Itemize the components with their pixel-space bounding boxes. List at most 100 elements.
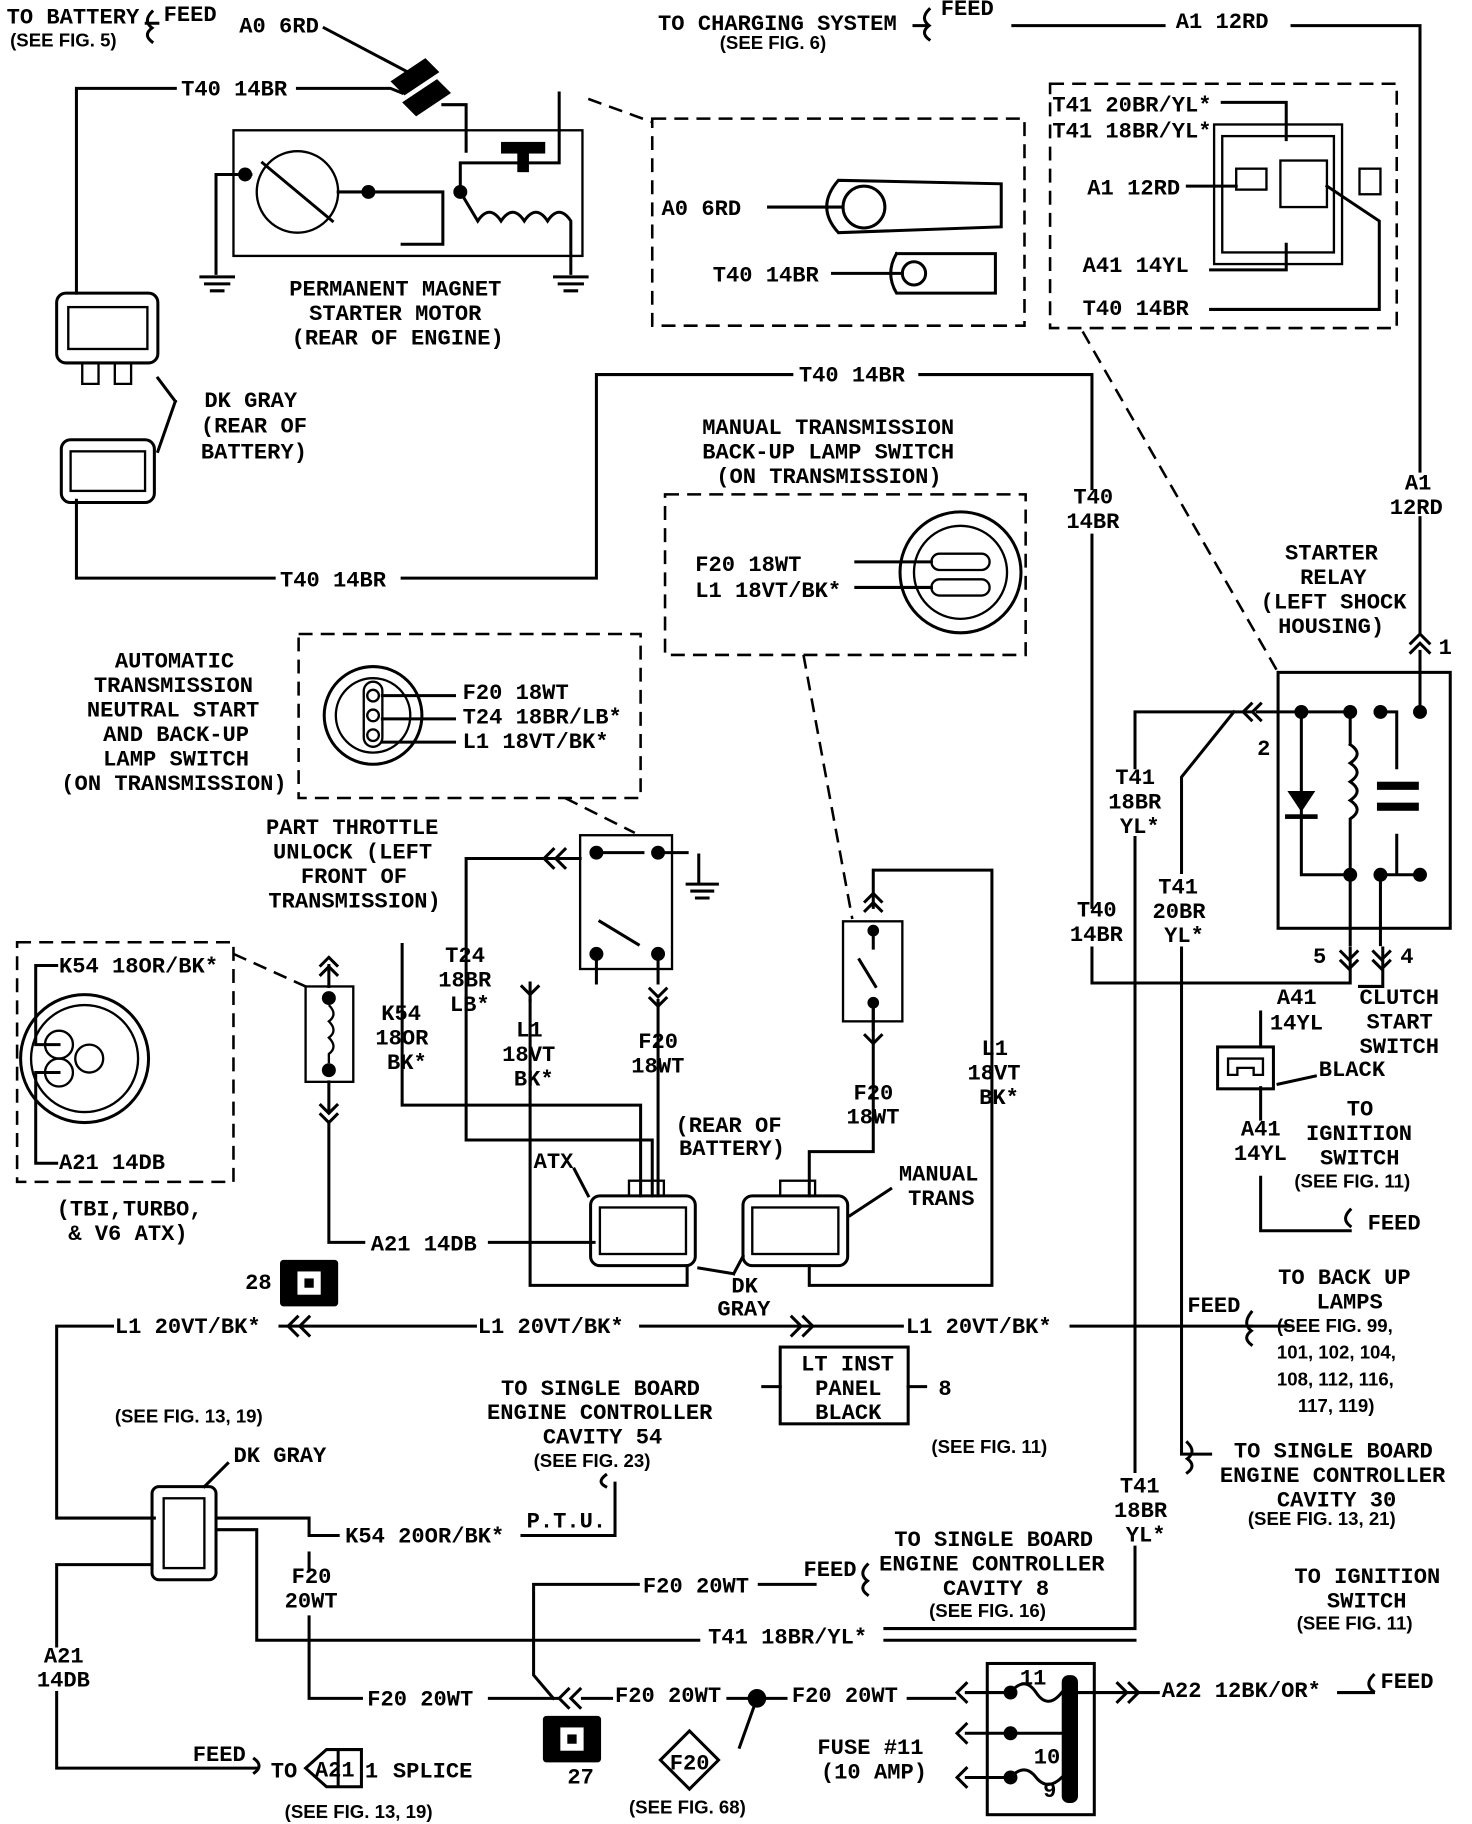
label-feed-bu: FEED (1187, 1294, 1240, 1319)
component-outlines (15, 82, 1399, 1184)
label-f20b2: 18WT (847, 1106, 900, 1131)
label-t41b2: 20BR (1152, 900, 1206, 925)
label-fp11: 11 (1020, 1666, 1047, 1691)
label-a21v2: 14DB (37, 1669, 90, 1694)
ground-terminal-28-icon (280, 1259, 339, 1307)
label-see1319b: (SEE FIG. 13, 19) (285, 1801, 433, 1822)
label-t24-1: T24 (445, 944, 485, 969)
label-tig1: TO IGNITION (1294, 1565, 1440, 1590)
label-to-spl: TO (271, 1759, 298, 1784)
label-a1v2: 12RD (1390, 496, 1443, 521)
label-t40-top: T40 14BR (181, 77, 288, 102)
label-t24-3: LB* (450, 993, 490, 1018)
label-k54-3: BK* (387, 1051, 427, 1076)
label-t41b3: YL* (1164, 924, 1204, 949)
label-t41b1: T41 (1158, 875, 1198, 900)
f20-splice-diamond (658, 1728, 721, 1792)
label-fp9: 9 (1043, 1779, 1056, 1804)
label-g28: 28 (245, 1271, 272, 1296)
label-a0-6rd-top: A0 6RD (239, 15, 319, 40)
label-bu6: 117, 119) (1298, 1395, 1375, 1416)
label-lt2: PANEL (815, 1377, 881, 1402)
a21-splice-symbol (303, 1748, 363, 1789)
label-f20-20a: F20 20WT (643, 1575, 749, 1600)
label-a21v1: A21 (44, 1644, 84, 1669)
label-term-t40: T40 14BR (713, 264, 820, 289)
label-a1v1: A1 (1405, 472, 1432, 497)
label-splice: SPLICE (393, 1759, 473, 1784)
label-l1b1: L1 (981, 1037, 1008, 1062)
label-sb8-1: TO SINGLE BOARD (894, 1528, 1093, 1553)
label-sr2: RELAY (1300, 566, 1367, 591)
label-g27: 27 (567, 1765, 594, 1790)
label-at5: LAMP SWITCH (103, 747, 249, 772)
label-sr3: (LEFT SHOCK (1261, 590, 1408, 615)
label-pm2: STARTER MOTOR (309, 302, 482, 327)
label-atx: ATX (534, 1150, 575, 1175)
label-bu3: (SEE FIG. 99, (1277, 1315, 1393, 1336)
label-feed-chg: FEED (941, 0, 994, 22)
starter-motor (199, 58, 589, 293)
label-pin4: 4 (1400, 945, 1413, 970)
label-a41b2: 14YL (1234, 1142, 1287, 1167)
label-mt1: MANUAL TRANSMISSION (702, 416, 954, 441)
backup-lamp-switch (898, 510, 1023, 635)
label-a1-12rd-top: A1 12RD (1176, 10, 1269, 35)
label-fuse1: FUSE #11 (817, 1736, 923, 1761)
relay-connector (1185, 100, 1382, 311)
label-l1b3: BK* (979, 1086, 1019, 1111)
label-ti1: TO (1347, 1098, 1374, 1123)
label-f20a2: 18WT (631, 1055, 684, 1080)
label-ti4: (SEE FIG. 11) (1294, 1171, 1410, 1192)
label-pt2: UNLOCK (LEFT (273, 840, 432, 865)
label-bu1: TO BACK UP (1278, 1266, 1411, 1291)
label-at1: AUTOMATIC (115, 650, 234, 675)
label-a41b1: A41 (1241, 1117, 1281, 1142)
label-f20-20d: F20 20WT (792, 1684, 898, 1709)
label-mt-f20: F20 18WT (695, 553, 801, 578)
terminals (767, 178, 1003, 295)
ground-terminal-27-icon (542, 1715, 602, 1763)
label-mt2: BACK-UP LAMP SWITCH (702, 440, 954, 465)
label-spl-a21: A21 (315, 1758, 355, 1783)
label-l1b2: 18VT (967, 1062, 1020, 1087)
label-rob2: BATTERY) (679, 1137, 785, 1162)
label-at6: (ON TRANSMISSION) (61, 772, 286, 797)
label-f20-20b: F20 20WT (367, 1687, 473, 1712)
backup-switch (841, 891, 904, 1046)
label-t41c3: YL* (1126, 1523, 1166, 1548)
label-mt3: (ON TRANSMISSION) (716, 465, 941, 490)
battery-connectors (55, 291, 178, 505)
label-ti2: IGNITION (1306, 1122, 1412, 1147)
label-t41c2: 18BR (1114, 1499, 1168, 1524)
label-tbi2: & V6 ATX) (68, 1222, 187, 1247)
splice-dot (747, 1689, 767, 1708)
label-dkg-b2: GRAY (717, 1298, 771, 1323)
label-lt-pin: 8 (938, 1377, 951, 1402)
label-at-t24: T24 18BR/LB* (463, 706, 622, 731)
label-rc-a1: A1 12RD (1087, 176, 1180, 201)
label-sb30-1: TO SINGLE BOARD (1234, 1440, 1433, 1465)
label-dkg-c: DK GRAY (233, 1444, 327, 1469)
label-bu5: 108, 112, 116, (1277, 1368, 1394, 1389)
label-rob1: (REAR OF (676, 1114, 782, 1139)
label-mt-l1: L1 18VT/BK* (695, 579, 841, 604)
label-a22: A22 12BK/OR* (1162, 1679, 1321, 1704)
label-to-charging: TO CHARGING SYSTEM (658, 12, 897, 37)
label-tbi1: (TBI,TURBO, (57, 1198, 203, 1223)
label-f20c1: F20 (292, 1565, 332, 1590)
label-pm3: (REAR OF ENGINE) (292, 326, 504, 351)
label-l1-20a: L1 20VT/BK* (115, 1315, 261, 1340)
label-sb54-4: (SEE FIG. 23) (534, 1450, 651, 1471)
label-t40b1: T40 (1077, 899, 1117, 924)
label-sb54-1: TO SINGLE BOARD (501, 1377, 700, 1402)
label-sb54-3: CAVITY 54 (543, 1426, 662, 1451)
label-black: BLACK (1319, 1058, 1386, 1083)
label-dkg-b1: DK (731, 1274, 758, 1299)
label-f20b1: F20 (853, 1081, 893, 1106)
label-at2: TRANSMISSION (94, 674, 253, 699)
label-rc-t41b: T41 18BR/YL* (1052, 119, 1211, 144)
label-l1a3: BK* (514, 1067, 554, 1092)
